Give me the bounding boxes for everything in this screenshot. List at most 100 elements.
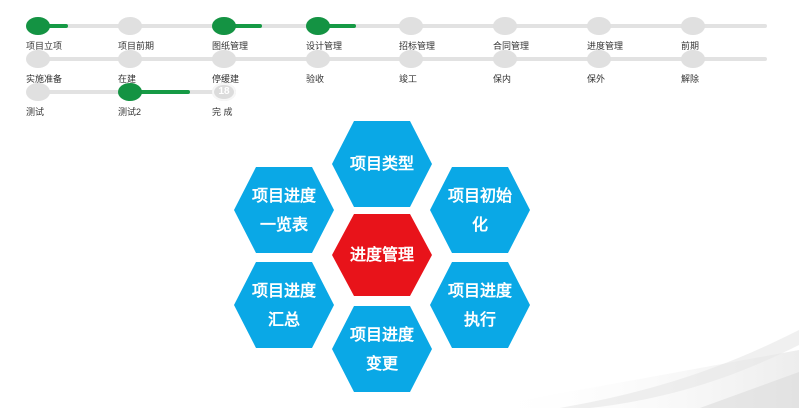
step-dot — [306, 50, 330, 68]
hex-label-line2: 执行 — [463, 310, 496, 329]
hex-label-line1: 项目进度 — [251, 186, 316, 205]
step-dot — [681, 50, 705, 68]
step-label: 测试 — [26, 107, 45, 117]
step-label: 图纸管理 — [212, 41, 249, 51]
hex-project-type[interactable] — [332, 121, 432, 207]
step-label: 合同管理 — [493, 41, 530, 51]
step-item[interactable]: 前期 — [681, 17, 775, 57]
step-track — [130, 24, 218, 28]
hex-project-init[interactable] — [430, 167, 530, 253]
step-dot-done — [306, 17, 330, 35]
step-track — [411, 57, 499, 61]
step-item[interactable]: 招标管理 — [399, 17, 499, 57]
stepper-row-3: 测试 测试2 18 完 成 — [0, 83, 799, 123]
step-track — [224, 57, 312, 61]
step-item[interactable]: 项目立项 — [26, 17, 126, 57]
step-track — [599, 57, 687, 61]
step-track — [505, 24, 593, 28]
hex-label-line2: 变更 — [365, 354, 398, 373]
step-progress — [318, 24, 356, 28]
step-item-final[interactable]: 18 完 成 — [0, 83, 260, 123]
step-track — [38, 24, 126, 28]
step-track — [318, 57, 406, 61]
step-item[interactable]: 测试 — [26, 83, 126, 123]
step-number-badge: 18 — [212, 83, 236, 101]
step-progress — [130, 90, 190, 94]
step-item[interactable]: 进度管理 — [587, 17, 687, 57]
step-item[interactable]: 实施准备 — [26, 50, 126, 90]
hex-label-line2: 一览表 — [259, 215, 308, 234]
step-dot-done — [212, 17, 236, 35]
stepper-row-1: 项目立项 项目前期 图纸管理 设计管理 招标 — [0, 17, 799, 57]
hex-label-line2: 化 — [471, 215, 488, 234]
step-track — [130, 57, 218, 61]
step-label: 实施准备 — [26, 74, 63, 84]
step-label: 验收 — [306, 74, 325, 84]
hex-project-overview[interactable] — [234, 167, 334, 253]
step-item[interactable]: 停缓建 — [212, 50, 312, 90]
step-dot-done — [26, 17, 50, 35]
step-dot — [212, 50, 236, 68]
step-track — [693, 24, 767, 28]
step-label: 前期 — [681, 41, 700, 51]
step-progress — [224, 24, 262, 28]
hex-project-exec[interactable] — [430, 262, 530, 348]
step-dot — [587, 50, 611, 68]
step-dot — [26, 50, 50, 68]
step-label: 完 成 — [212, 107, 233, 117]
step-dot — [26, 83, 50, 101]
step-track — [224, 24, 312, 28]
step-item[interactable]: 保外 — [587, 50, 687, 90]
step-label: 竣工 — [399, 74, 418, 84]
hex-label-line1: 项目进度 — [447, 281, 512, 300]
hex-label-line1: 项目进度 — [251, 281, 316, 300]
step-track — [505, 57, 593, 61]
hex-label-line1: 项目初始 — [447, 186, 512, 205]
hex-progress-management[interactable] — [332, 214, 432, 296]
hex-project-summary[interactable] — [234, 262, 334, 348]
hex-project-change[interactable] — [332, 306, 432, 392]
step-label: 停缓建 — [212, 74, 240, 84]
step-dot — [399, 50, 423, 68]
step-label: 在建 — [118, 74, 137, 84]
step-dot — [399, 17, 423, 35]
step-item[interactable]: 解除 — [681, 50, 775, 90]
step-label: 保外 — [587, 74, 606, 84]
step-track — [693, 57, 767, 61]
step-item[interactable]: 竣工 — [399, 50, 499, 90]
step-item[interactable]: 图纸管理 — [212, 17, 312, 57]
hex-label-line1: 项目类型 — [349, 154, 414, 173]
step-dot — [493, 17, 517, 35]
step-item[interactable]: 验收 — [306, 50, 406, 90]
step-item[interactable]: 测试2 — [118, 83, 218, 123]
hex-label-line2: 汇总 — [267, 310, 300, 329]
step-label: 项目立项 — [26, 41, 63, 51]
step-track — [599, 24, 687, 28]
step-item[interactable]: 设计管理 — [306, 17, 406, 57]
step-track — [411, 24, 499, 28]
step-dot-done — [118, 83, 142, 101]
step-label: 设计管理 — [306, 41, 343, 51]
stepper-row-2: 实施准备 在建 停缓建 验收 竣工 — [0, 50, 799, 90]
step-item[interactable]: 合同管理 — [493, 17, 593, 57]
step-item[interactable]: 保内 — [493, 50, 593, 90]
step-item[interactable]: 在建 — [118, 50, 218, 90]
step-item[interactable]: 项目前期 — [118, 17, 218, 57]
hex-center-label: 进度管理 — [349, 245, 414, 264]
hex-label-line1: 项目进度 — [349, 325, 414, 344]
step-dot — [587, 17, 611, 35]
step-label: 测试2 — [118, 107, 142, 117]
step-track — [38, 57, 126, 61]
step-track — [38, 90, 126, 94]
step-track — [318, 24, 406, 28]
step-label: 招标管理 — [399, 41, 436, 51]
step-label: 解除 — [681, 74, 700, 84]
step-dot — [493, 50, 517, 68]
step-dot — [118, 50, 142, 68]
step-dot — [681, 17, 705, 35]
step-label: 进度管理 — [587, 41, 624, 51]
step-progress — [38, 24, 68, 28]
